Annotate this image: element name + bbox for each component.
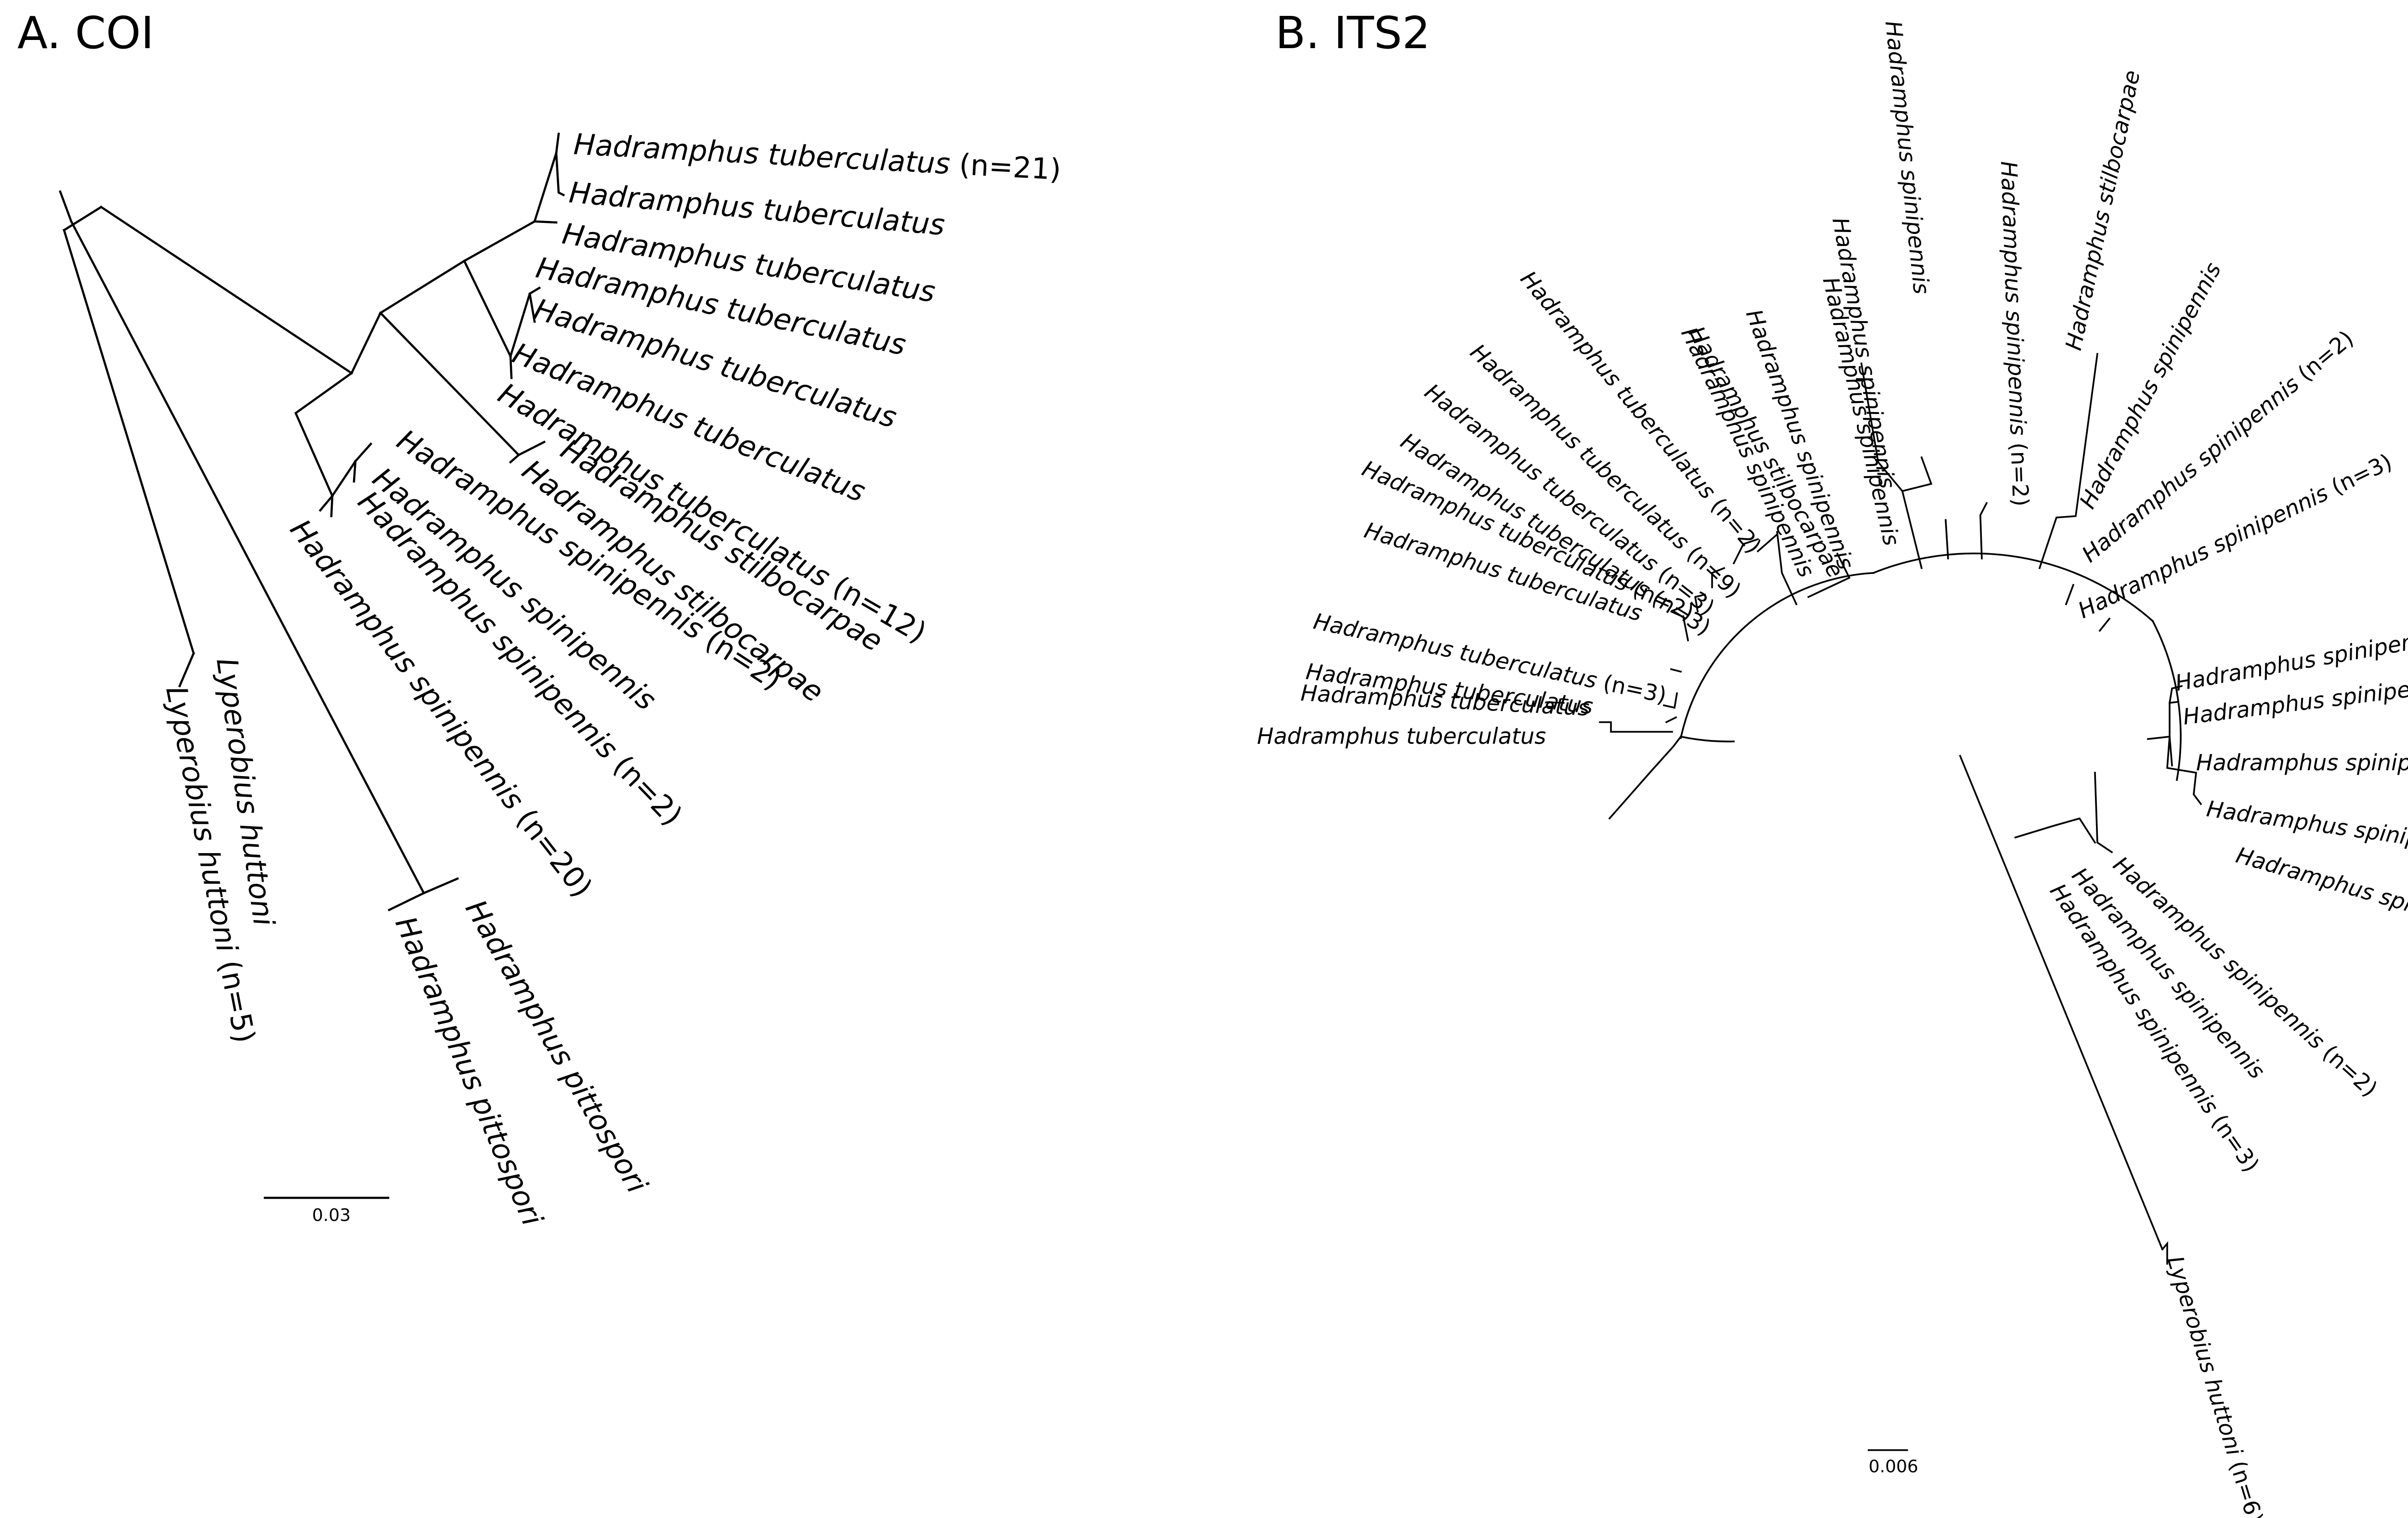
coi-scale-label: 0.03 — [312, 1206, 351, 1225]
its2-panel-title: B. ITS2 — [1275, 7, 1430, 59]
coi-branch-tuberculatus-stem — [350, 311, 382, 375]
coi-branch-spin-c — [318, 494, 334, 512]
coi-tip-tub-2 — [555, 152, 565, 197]
coi-root-node — [62, 205, 103, 232]
coi-panel-title: A. COI — [17, 7, 154, 59]
coi-branches — [59, 132, 565, 1199]
its2-tip-spin-top — [1901, 456, 1933, 570]
its2-tip-spin-top-c — [1945, 519, 1949, 559]
its2-tip-spin-top-d — [1979, 502, 1988, 559]
its2-tip-label: Hadramphus spinipennis — [2196, 750, 2408, 776]
its2-tip-t1 — [1599, 721, 1673, 733]
coi-root-stub — [59, 190, 73, 223]
its2-tip-spin-top-b — [1860, 362, 1904, 493]
coi-branch-spin-stem — [330, 459, 357, 498]
its2-branch-lyperobius-tip — [2161, 1241, 2168, 1265]
its2-scale-label: 0.006 — [1869, 1457, 1918, 1477]
its2-tip-species: Hadramphus tuberculatus — [1257, 723, 1546, 749]
its2-right-cluster-b — [2168, 685, 2183, 704]
its2-tip-spin-r2 — [2098, 617, 2111, 632]
its2-tip-spin-r1 — [2065, 584, 2075, 606]
its2-tip-t2 — [1665, 716, 1677, 724]
its2-lower-cluster — [2094, 772, 2113, 854]
its2-tip-label: Hadramphus tuberculatus — [1257, 723, 1546, 749]
its2-tip-species: Hadramphus spinipennis — [2196, 750, 2408, 776]
its2-right-cluster-d — [2169, 736, 2173, 766]
its2-branch-lyperobius — [1959, 754, 2164, 1251]
coi-branch-pittospori-node — [422, 877, 459, 895]
its2-main-arc — [1679, 735, 1735, 742]
coi-tip-tub-1 — [555, 132, 560, 155]
coi-node-tuberculatus — [379, 259, 466, 315]
coi-node-stilbocarpae — [517, 440, 546, 457]
its2-tip-t4 — [1670, 668, 1682, 673]
its2-tip-t8 — [1732, 538, 1759, 565]
its2-tip-stilbo-right — [2038, 352, 2099, 570]
its2-right-arc — [2151, 620, 2182, 781]
coi-node-ts-sp — [294, 371, 353, 497]
coi-tip-tub-3 — [533, 220, 558, 224]
coi-branch-tub-lower — [462, 259, 512, 358]
its2-top-arc — [1872, 552, 2154, 623]
its2-backbone-arc — [1608, 735, 1682, 820]
its2-tip-stilbo-b — [1807, 552, 1851, 598]
its2-tip-t9 — [1756, 533, 1779, 553]
coi-branch-spin-d — [330, 494, 334, 518]
its2-tip-count: (n=2) — [2005, 435, 2034, 507]
its2-right-cluster — [2147, 701, 2178, 740]
coi-branch-tub-lower-d — [509, 355, 513, 379]
its2-tuberculatus-arc — [1679, 572, 1874, 740]
coi-branch-lyperobius — [63, 229, 195, 655]
its2-tip-t6 — [1694, 593, 1706, 613]
coi-branch-stilbo-stem — [379, 311, 521, 457]
coi-branch-lyperobius-node — [178, 652, 195, 688]
coi-node-stilbocarpae-b — [509, 453, 521, 464]
coi-branch-pittospori — [69, 220, 426, 895]
its2-tip-stilbo — [1776, 531, 1798, 606]
coi-tip-count: (n=21) — [949, 147, 1062, 187]
its2-branch-lower-node — [2014, 817, 2096, 844]
coi-branch-spin-a — [353, 442, 373, 463]
its2-branches — [1599, 352, 2202, 1451]
its2-right-cluster-c — [2166, 736, 2202, 805]
its2-tip-t5 — [1682, 615, 1689, 642]
its2-tip-t7 — [1711, 567, 1726, 588]
coi-branch-ingroup — [99, 205, 353, 375]
coi-branch-pittospori-node-b — [387, 891, 426, 912]
coi-branch-tub-lower-c — [528, 292, 536, 323]
its2-tip-t3 — [1662, 692, 1678, 709]
coi-branch-spin-b — [353, 460, 357, 483]
